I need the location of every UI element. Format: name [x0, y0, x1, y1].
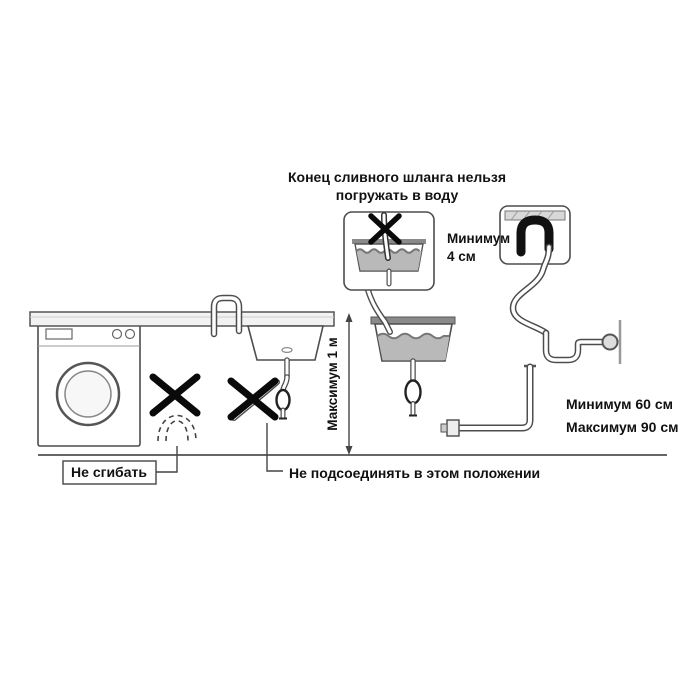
machine-knob: [111, 328, 123, 340]
machine-knob: [124, 328, 136, 340]
max90-label: Максимум 90 см: [566, 419, 678, 435]
sink-under-counter: [246, 325, 325, 420]
inset-hook: [499, 205, 571, 265]
drain-hose-over-counter: [210, 294, 243, 338]
wall-flange: [601, 333, 619, 351]
no-bend-leader-line: [156, 446, 178, 473]
min4-label-line2: 4 см: [447, 249, 476, 264]
prohibition-x-submerged-icon: [368, 213, 402, 245]
arrow-down-icon: [345, 446, 353, 455]
standpipe: [440, 363, 536, 437]
hose-into-sink: [365, 287, 393, 335]
no-bend-label: Не сгибать: [71, 464, 147, 480]
machine-display: [45, 328, 73, 340]
sink-with-water: [370, 316, 456, 417]
warning-label-line1: Конец сливного шланга нельзя: [288, 169, 506, 185]
arrow-up-icon: [345, 313, 353, 322]
warning-label-line2: погружать в воду: [336, 187, 459, 203]
bent-hose: [157, 414, 197, 442]
countertop: [29, 311, 335, 327]
inset-submerged-hose: [343, 211, 435, 291]
siphon-bulb: [275, 388, 291, 412]
max-height-label: Максимум 1 м: [325, 337, 340, 430]
wall-drain-trap: [542, 320, 622, 364]
washing-machine: [37, 321, 141, 447]
sink-drain-hole: [281, 347, 293, 354]
max-height-dimension: Максимум 1 м: [325, 313, 353, 455]
no-connect-label: Не подсоединять в этом положении: [289, 465, 540, 481]
hose-hook: [516, 215, 554, 257]
water-fill: [377, 333, 450, 360]
no-bend-label-box: [62, 460, 157, 485]
hose-to-trap: [509, 243, 553, 337]
prohibition-x-bend-icon: [149, 373, 201, 417]
min60-label: Минимум 60 см: [566, 396, 673, 412]
pipe-fitting: [446, 419, 460, 437]
prohibition-x-position-icon: [227, 377, 279, 421]
no-connect-leader-line: [266, 423, 283, 472]
min4-label-line1: Минимум: [447, 231, 510, 246]
standpipe-bulb: [404, 379, 422, 405]
